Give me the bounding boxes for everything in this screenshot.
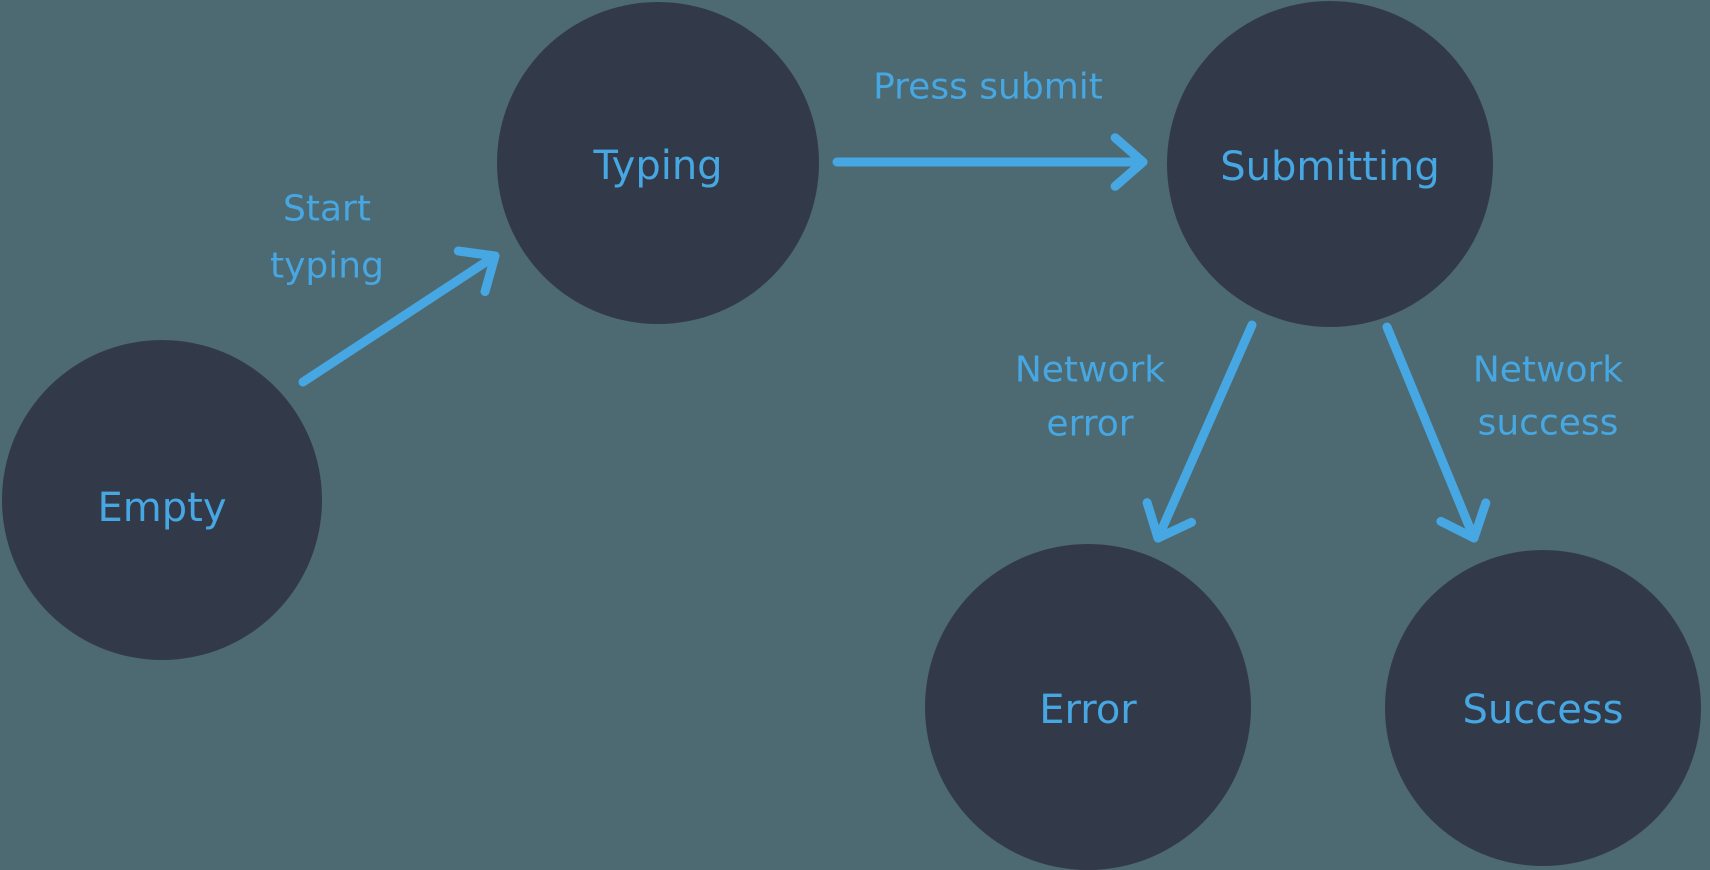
transition-label-start-typing-line-2: typing xyxy=(270,246,384,287)
transition-label-press-submit-line-1: Press submit xyxy=(873,67,1103,108)
state-label-empty: Empty xyxy=(98,485,227,531)
transition-arrowhead-network-success xyxy=(1436,498,1491,543)
transition-label-network-success-line-2: success xyxy=(1478,403,1619,444)
state-circle-empty xyxy=(2,340,322,660)
state-label-success: Success xyxy=(1462,687,1623,733)
transition-label-network-success-line-1: Network xyxy=(1473,350,1623,391)
transition-arrow-shaft-network-success xyxy=(1382,322,1479,543)
state-circle-success xyxy=(1385,550,1701,866)
transition-label-start-typing-line-1: Start xyxy=(283,189,371,230)
transition-arrowhead-press-submit xyxy=(1110,133,1148,191)
state-circle-typing xyxy=(497,2,819,324)
state-label-submitting: Submitting xyxy=(1220,144,1439,190)
transition-arrowhead-network-error xyxy=(1142,498,1196,543)
transition-label-network-error-line-1: Network xyxy=(1015,350,1165,391)
transition-arrow-shaft-network-error xyxy=(1153,320,1257,543)
transition-label-network-error-line-2: error xyxy=(1046,404,1133,445)
state-label-error: Error xyxy=(1039,687,1137,733)
state-circle-submitting xyxy=(1167,1,1493,327)
transition-arrow-shaft-start-typing xyxy=(298,251,500,387)
state-circle-error xyxy=(925,544,1251,870)
transition-arrowhead-start-typing xyxy=(453,246,500,297)
state-label-typing: Typing xyxy=(592,143,722,189)
